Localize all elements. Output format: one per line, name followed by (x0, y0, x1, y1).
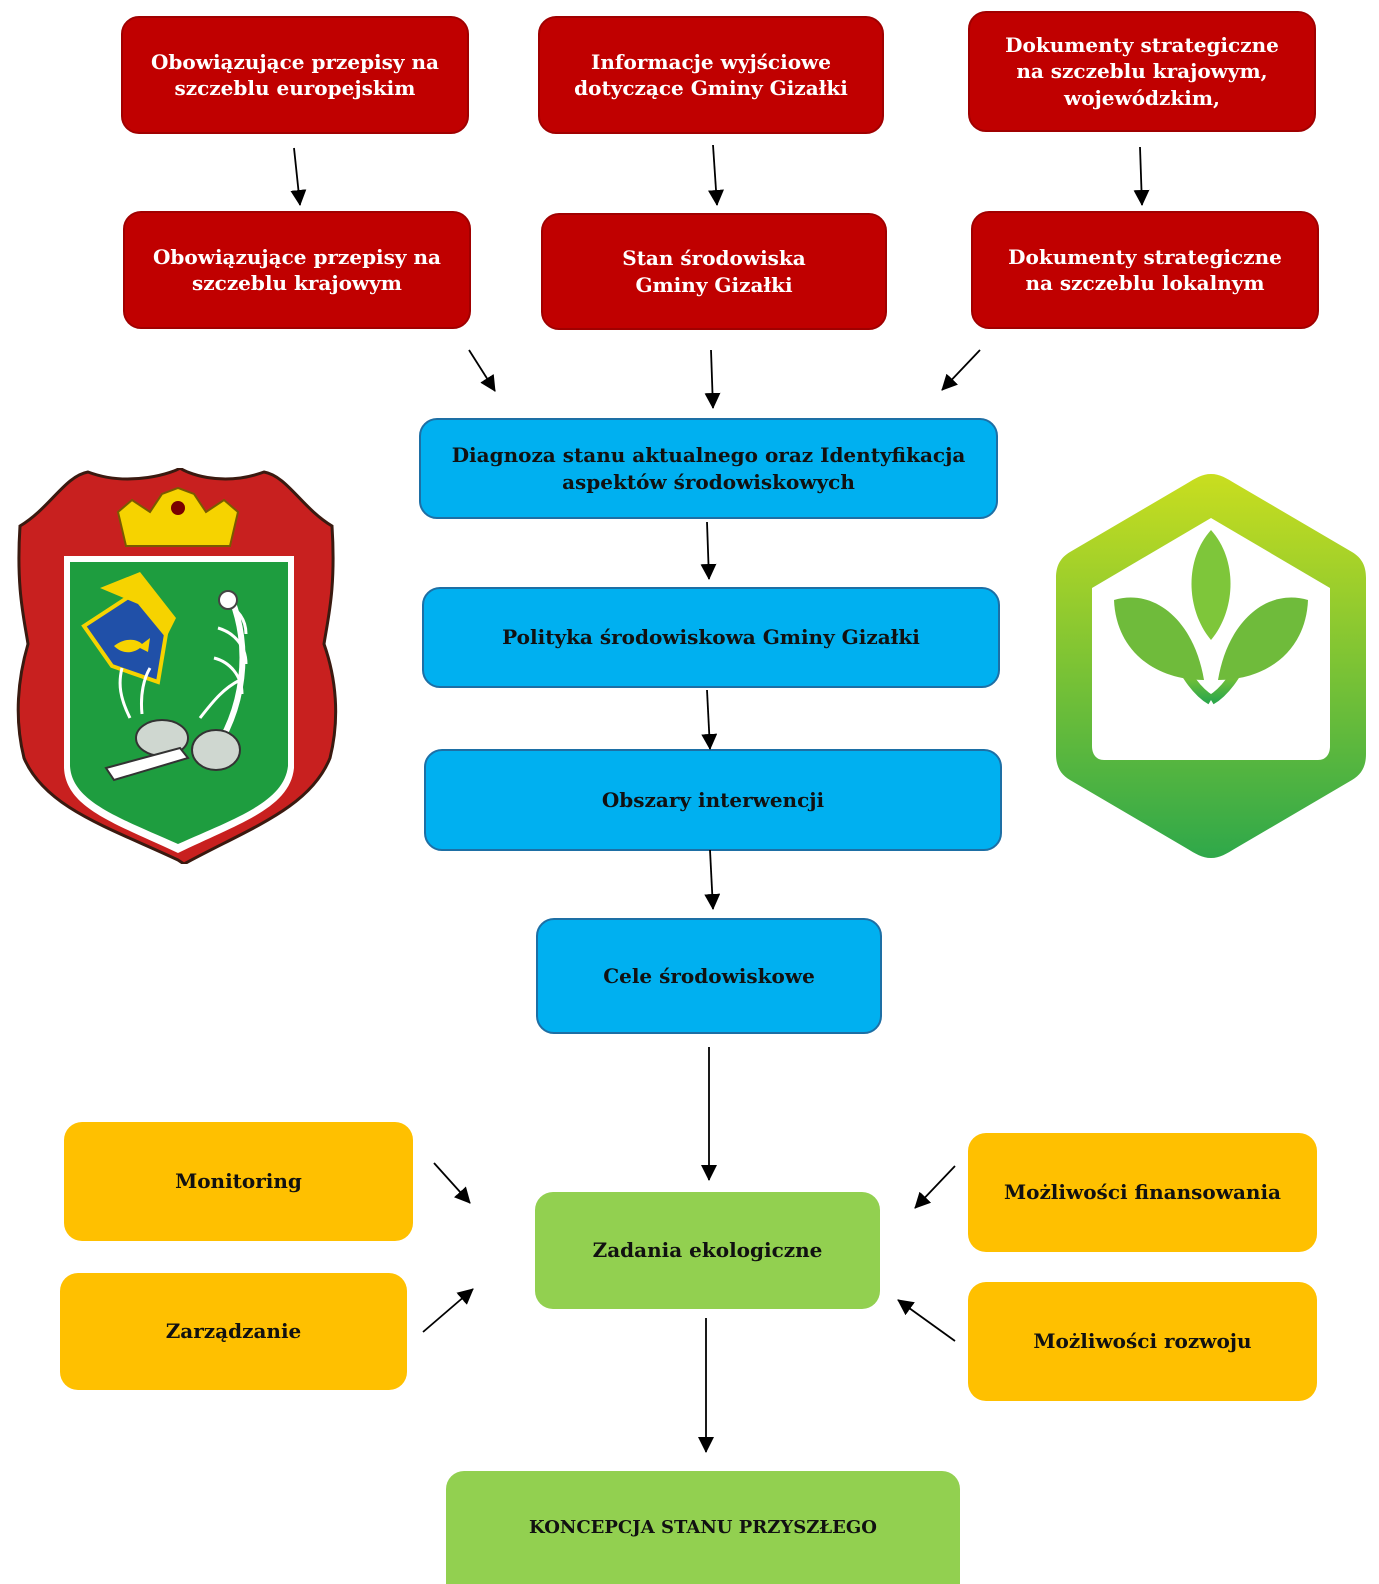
box-future-concept: KONCEPCJA STANU PRZYSZŁEGO (446, 1471, 960, 1584)
coat-of-arms-icon (16, 468, 338, 864)
box-development: Możliwości rozwoju (968, 1282, 1317, 1401)
box-strategic-local: Dokumenty strategiczne na szczeblu lokal… (971, 211, 1319, 329)
green-plant-hexagon-icon (1056, 474, 1366, 858)
box-policy: Polityka środowiskowa Gminy Gizałki (422, 587, 1000, 688)
box-diagnosis-label: Diagnoza stanu aktualnego oraz Identyfik… (451, 443, 966, 494)
arrow-development-to-tasks (897, 1299, 956, 1342)
arrow-areas-to-goals (704, 849, 721, 910)
box-environmental-goals-label: Cele środowiskowe (603, 963, 815, 988)
box-initial-info: Informacje wyjściowe dotyczące Gminy Giz… (538, 16, 884, 134)
arrow-diagnosis-to-policy (700, 521, 717, 580)
arrow-financing-to-tasks (914, 1165, 956, 1209)
box-diagnosis: Diagnoza stanu aktualnego oraz Identyfik… (419, 418, 998, 519)
box-financing-label: Możliwości finansowania (1003, 1180, 1282, 1205)
box-eu-rules: Obowiązujące przepisy na szczeblu europe… (121, 16, 469, 134)
box-monitoring: Monitoring (64, 1122, 413, 1241)
box-ecological-tasks-label: Zadania ekologiczne (592, 1238, 823, 1263)
box-management-label: Zarządzanie (165, 1319, 302, 1344)
arrow-monitoring-to-tasks (433, 1162, 471, 1204)
box-national-rules-label: Obowiązujące przepisy na szczeblu krajow… (152, 244, 441, 295)
box-strategic-national: Dokumenty strategiczne na szczeblu krajo… (968, 11, 1316, 132)
box-policy-label: Polityka środowiskowa Gminy Gizałki (502, 625, 920, 650)
box-eu-rules-label: Obowiązujące przepisy na szczeblu europe… (150, 49, 439, 100)
box-environment-state-label: Stan środowiska Gminy Gizałki (622, 246, 806, 297)
arrow-strategic-national-to-local (1133, 146, 1150, 206)
box-ecological-tasks: Zadania ekologiczne (535, 1192, 880, 1309)
box-environment-state: Stan środowiska Gminy Gizałki (541, 213, 887, 330)
box-management: Zarządzanie (60, 1273, 407, 1390)
arrow-state-to-diagnosis (704, 349, 721, 409)
box-national-rules: Obowiązujące przepisy na szczeblu krajow… (123, 211, 471, 329)
box-intervention-areas: Obszary interwencji (424, 749, 1002, 851)
box-financing: Możliwości finansowania (968, 1133, 1317, 1252)
arrow-local-to-diagnosis (941, 349, 981, 391)
box-future-concept-label: KONCEPCJA STANU PRZYSZŁEGO (529, 1516, 877, 1538)
arrow-management-to-tasks (422, 1288, 474, 1333)
arrow-national-to-diagnosis (468, 349, 496, 392)
box-monitoring-label: Monitoring (175, 1169, 302, 1194)
arrow-policy-to-areas (701, 689, 718, 750)
box-strategic-local-label: Dokumenty strategiczne na szczeblu lokal… (1008, 244, 1282, 295)
arrow-eu-to-national (290, 147, 307, 206)
arrow-info-to-state (708, 144, 724, 206)
box-development-label: Możliwości rozwoju (1033, 1329, 1252, 1354)
box-initial-info-label: Informacje wyjściowe dotyczące Gminy Giz… (574, 49, 848, 100)
box-intervention-areas-label: Obszary interwencji (601, 787, 825, 812)
box-environmental-goals: Cele środowiskowe (536, 918, 882, 1034)
box-strategic-national-label: Dokumenty strategiczne na szczeblu krajo… (1005, 32, 1279, 110)
